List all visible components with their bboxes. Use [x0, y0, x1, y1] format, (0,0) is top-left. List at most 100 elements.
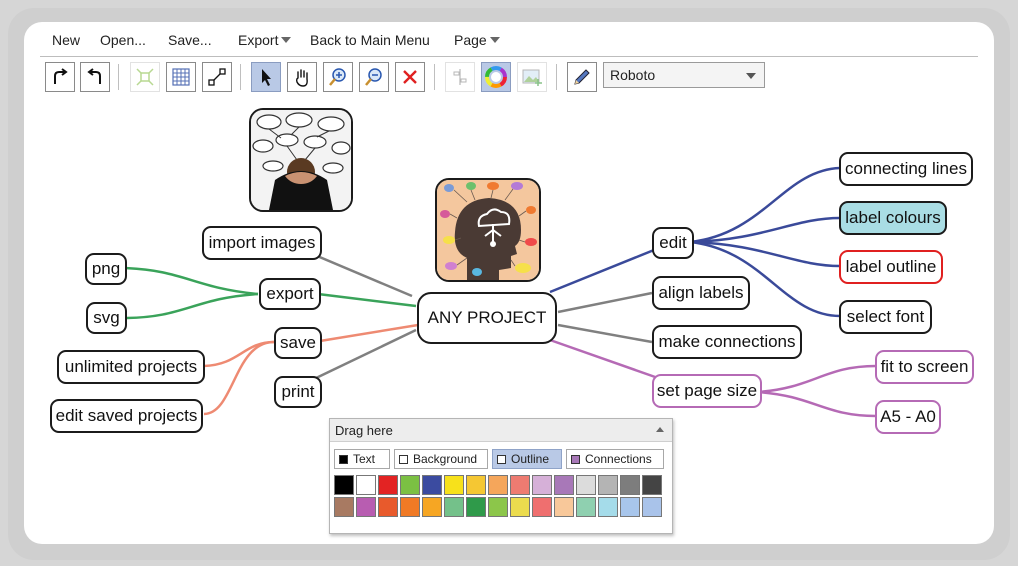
hand-button[interactable] [287, 62, 317, 92]
tab-connections[interactable]: Connections [566, 449, 664, 469]
node-fit-to-screen[interactable]: fit to screen [875, 350, 974, 384]
color-wheel-button[interactable] [481, 62, 511, 92]
tab-outline[interactable]: Outline [492, 449, 562, 469]
color-swatch[interactable] [532, 497, 552, 517]
align-button[interactable] [445, 62, 475, 92]
app-screen: New Open... Save... Export Back to Main … [24, 22, 994, 544]
color-swatch[interactable] [378, 497, 398, 517]
color-swatch[interactable] [642, 475, 662, 495]
connection-print [313, 328, 417, 381]
node-a5-a0[interactable]: A5 - A0 [875, 400, 941, 434]
palette-title: Drag here [335, 423, 393, 438]
center-node[interactable]: ANY PROJECT [417, 292, 557, 344]
color-swatch[interactable] [598, 497, 618, 517]
color-swatch[interactable] [378, 475, 398, 495]
color-swatch[interactable] [334, 497, 354, 517]
node-connecting-lines[interactable]: connecting lines [839, 152, 973, 186]
undo-button[interactable] [80, 62, 110, 92]
color-swatch[interactable] [510, 497, 530, 517]
node-svg[interactable]: svg [86, 302, 127, 334]
connection-edit-saved-projects [203, 340, 275, 416]
pencil-icon [574, 69, 590, 85]
tab-outline-label: Outline [511, 452, 550, 466]
pointer-button[interactable] [251, 62, 281, 92]
node-make-connections[interactable]: make connections [652, 325, 802, 359]
image-node-thinker[interactable] [249, 108, 353, 212]
color-palette-panel[interactable]: Drag here Text Background Outline Connec… [329, 418, 673, 534]
menu-export-label: Export [238, 32, 279, 48]
connection-lines [123, 166, 877, 418]
menu-new[interactable]: New [52, 32, 81, 48]
fit-button[interactable] [130, 62, 160, 92]
color-swatch[interactable] [510, 475, 530, 495]
zoom-out-button[interactable] [359, 62, 389, 92]
node-label-outline[interactable]: label outline [839, 250, 943, 284]
color-swatch[interactable] [400, 475, 420, 495]
connection-align-labels [557, 291, 653, 314]
color-swatch[interactable] [620, 497, 640, 517]
color-swatch[interactable] [444, 497, 464, 517]
color-swatch[interactable] [576, 497, 596, 517]
fit-icon [136, 68, 154, 86]
zoom-out-icon [365, 68, 382, 86]
menu-open[interactable]: Open... [100, 32, 146, 48]
menu-export[interactable]: Export [238, 32, 292, 48]
color-swatch[interactable] [488, 497, 508, 517]
color-swatch[interactable] [422, 475, 442, 495]
pencil-button[interactable] [567, 62, 597, 92]
node-edit-saved-projects[interactable]: edit saved projects [50, 399, 203, 433]
align-icon [453, 69, 467, 85]
tab-background[interactable]: Background [394, 449, 488, 469]
color-swatch[interactable] [466, 475, 486, 495]
grid-button[interactable] [166, 62, 196, 92]
delete-button[interactable] [395, 62, 425, 92]
color-swatch[interactable] [334, 475, 354, 495]
node-print[interactable]: print [274, 376, 322, 408]
color-swatch[interactable] [444, 475, 464, 495]
toolbar-separator [556, 64, 557, 90]
text-swatch-icon [339, 454, 348, 464]
node-align-labels[interactable]: align labels [652, 276, 750, 310]
color-swatch[interactable] [598, 475, 618, 495]
menu-page[interactable]: Page [454, 32, 500, 48]
color-swatch[interactable] [422, 497, 442, 517]
tab-text[interactable]: Text [334, 449, 390, 469]
color-swatch[interactable] [554, 475, 574, 495]
node-edit[interactable]: edit [652, 227, 694, 259]
node-label-colours[interactable]: label colours [839, 201, 947, 235]
connector-button[interactable] [202, 62, 232, 92]
menu-save[interactable]: Save... [168, 32, 212, 48]
color-swatch[interactable] [532, 475, 552, 495]
color-swatch[interactable] [642, 497, 662, 517]
color-swatch[interactable] [466, 497, 486, 517]
chevron-down-icon [489, 37, 500, 43]
collapse-icon[interactable] [656, 427, 664, 432]
node-export[interactable]: export [259, 278, 321, 310]
color-swatch[interactable] [356, 497, 376, 517]
menu-back-to-main[interactable]: Back to Main Menu [310, 32, 430, 48]
palette-drag-handle[interactable]: Drag here [330, 419, 672, 442]
image-node-head-mindmap[interactable] [435, 178, 541, 282]
redo-button[interactable] [45, 62, 75, 92]
font-select[interactable]: Roboto [603, 62, 765, 88]
color-swatch[interactable] [576, 475, 596, 495]
chevron-down-icon [746, 73, 756, 79]
toolbar-separator [118, 64, 119, 90]
image-icon [522, 69, 542, 86]
color-swatch[interactable] [554, 497, 574, 517]
color-swatch[interactable] [356, 475, 376, 495]
color-swatch[interactable] [620, 475, 640, 495]
connection-fit-to-screen [757, 364, 877, 394]
image-button[interactable] [517, 62, 547, 92]
color-swatch[interactable] [488, 475, 508, 495]
color-swatch[interactable] [400, 497, 420, 517]
node-png[interactable]: png [85, 253, 127, 285]
delete-icon [403, 70, 417, 84]
tab-text-label: Text [353, 452, 376, 466]
node-set-page-size[interactable]: set page size [652, 374, 762, 408]
zoom-in-button[interactable] [323, 62, 353, 92]
node-select-font[interactable]: select font [839, 300, 932, 334]
node-import-images[interactable]: import images [202, 226, 322, 260]
node-unlimited-projects[interactable]: unlimited projects [57, 350, 205, 384]
node-save[interactable]: save [274, 327, 322, 359]
